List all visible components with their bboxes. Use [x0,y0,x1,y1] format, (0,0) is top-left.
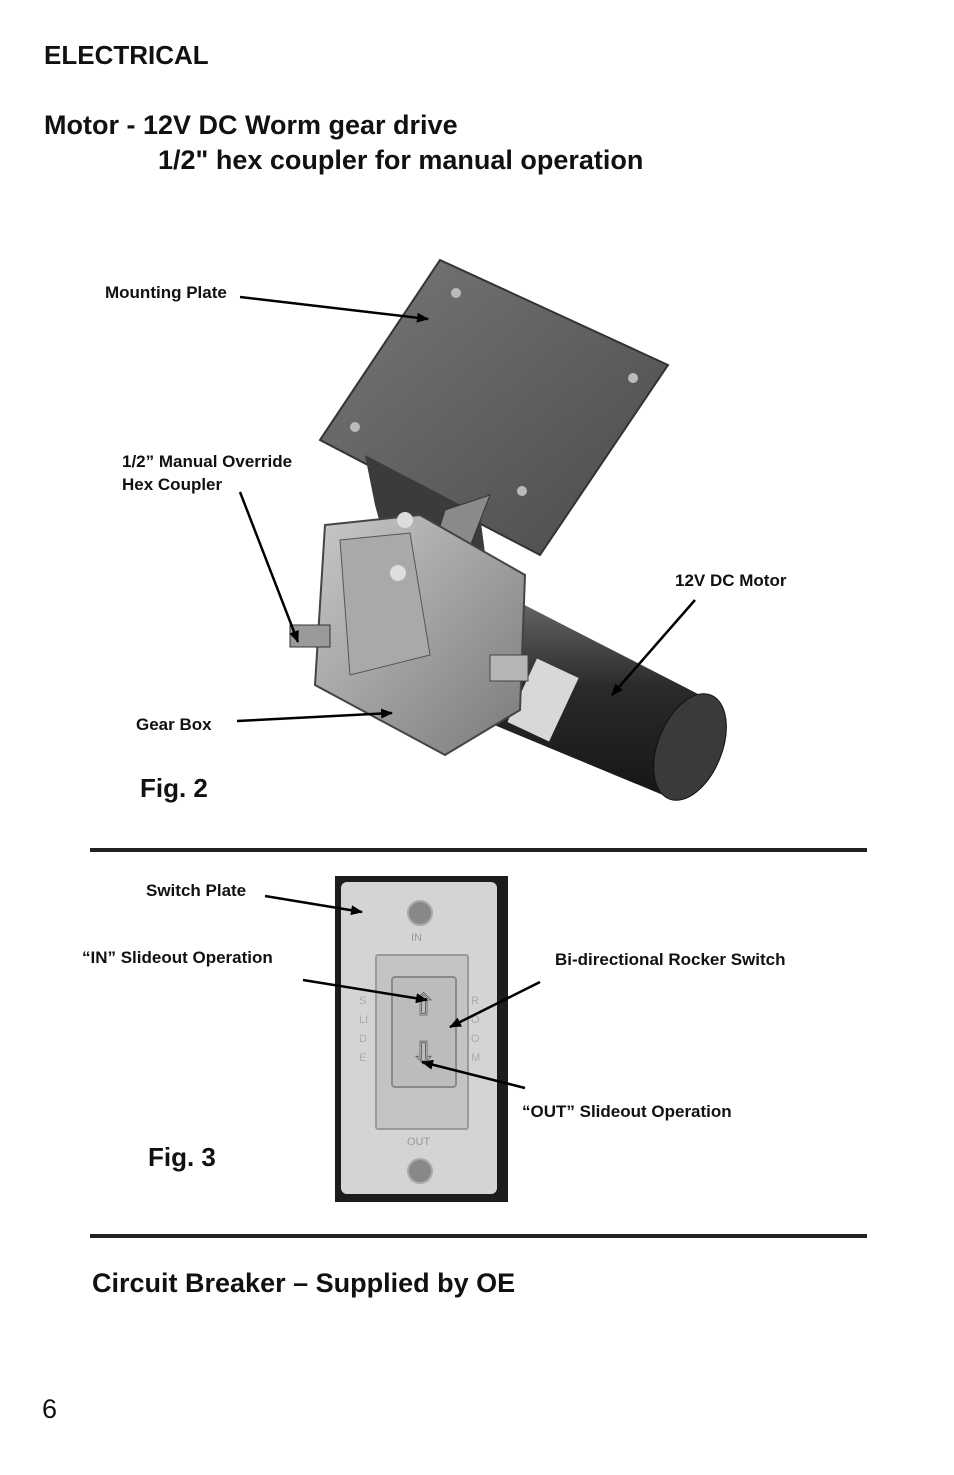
motor-spec-line-1: Motor - 12V DC Worm gear drive [44,110,458,140]
rocker-switch-label: Bi-directional Rocker Switch [555,950,786,969]
out-operation-label: “OUT” Slideout Operation [522,1102,732,1121]
divider-bottom [90,1234,867,1238]
circuit-breaker-heading: Circuit Breaker – Supplied by OE [92,1268,516,1298]
plate-slide-text: SLIDE [359,995,369,1064]
motor-spec-line-2: 1/2" hex coupler for manual operation [158,145,644,175]
in-operation-label: “IN” Slideout Operation [82,948,273,967]
hex-coupler-arrow [238,491,300,643]
top-screw-hole [407,900,433,926]
motor-shape [470,595,700,800]
motor-assembly-photo [289,258,727,801]
figure-3-caption: Fig. 3 [148,1142,216,1172]
plate-room-text: ROOM [471,995,481,1064]
switch-plate-arrow [264,894,363,916]
section-title: ELECTRICAL [44,40,209,70]
out-operation-arrow [421,1059,526,1090]
motor-label: 12V DC Motor [675,571,787,590]
gear-box-label: Gear Box [136,715,212,734]
divider-top [90,848,867,852]
gear-box-arrow [236,708,393,723]
plate-in-text: IN [411,932,422,944]
motor-arrow [611,599,696,696]
plate-out-text: OUT [407,1136,431,1148]
switch-plate-label: Switch Plate [146,881,247,900]
in-operation-arrow [302,978,428,1004]
bottom-screw-hole [407,1158,433,1184]
hex-coupler-label-line-1: 1/2” Manual Override [122,452,293,471]
mounting-plate-label: Mounting Plate [105,283,227,302]
mounting-plate-arrow [239,295,429,323]
page-number: 6 [42,1394,58,1424]
hex-coupler-label-line-2: Hex Coupler [122,475,223,494]
rocker-switch-arrow [449,980,541,1029]
figure-2-caption: Fig. 2 [140,773,208,803]
